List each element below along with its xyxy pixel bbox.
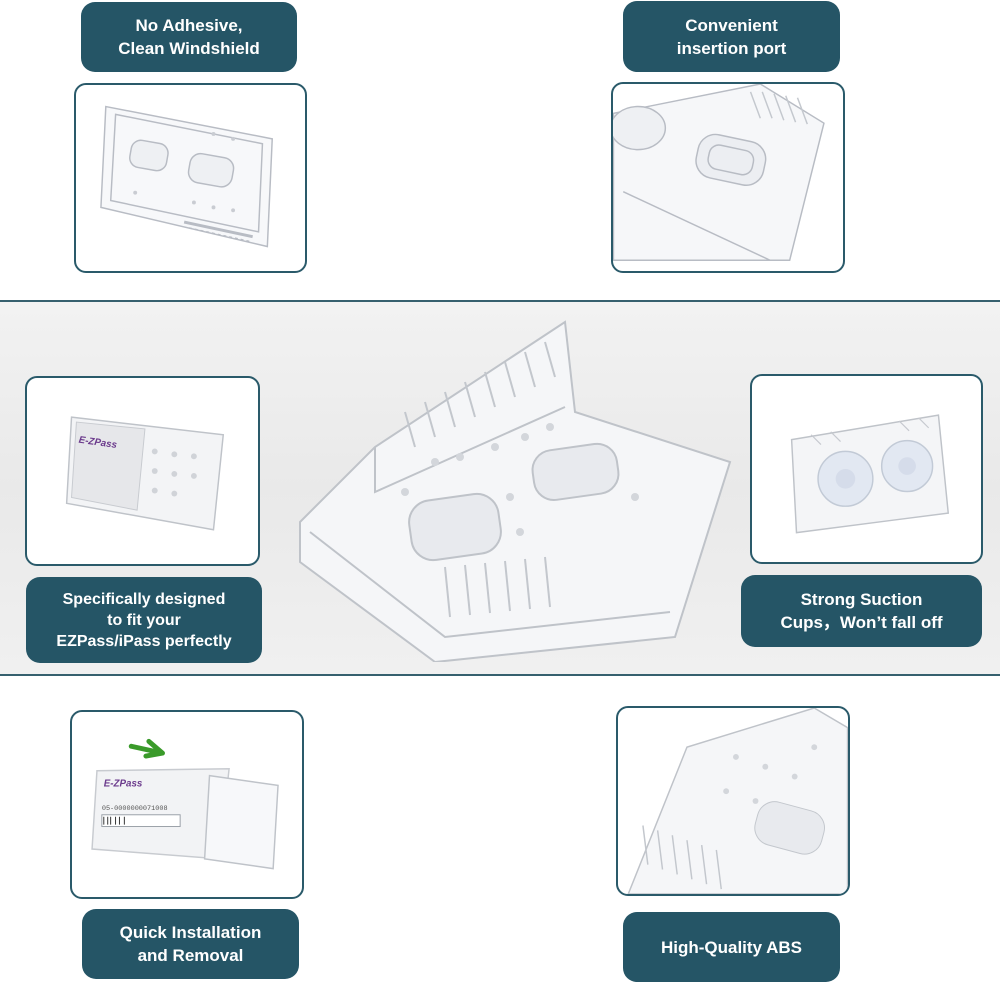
feature-label-line: Quick Installation [119,923,262,942]
product-image-frame-suction-cups [750,374,983,564]
feature-label-line: No Adhesive, [135,16,243,35]
feature-label-line: Specifically designed [62,590,226,608]
product-image-frame-ezpass-fit: E-ZPass [25,376,260,566]
product-image-frame-abs [616,706,850,896]
feature-badge-abs: High-Quality ABS [623,912,840,982]
product-image-frame-insertion-port [611,82,845,273]
ezpass-logo: E-ZPass [104,778,143,789]
insert-arrow-icon [128,738,165,759]
feature-label-line: Clean Windshield [118,39,260,58]
feature-badge-no-adhesive: No Adhesive, Clean Windshield [81,2,297,72]
feature-badge-quick-installation: Quick Installation and Removal [82,909,299,979]
feature-label-line: EZPass/iPass perfectly [56,632,232,650]
ezpass-serial: 05-0000000071008 [102,805,168,813]
feature-label-line: insertion port [676,38,787,58]
holder-hero-illustration [299,320,732,662]
feature-label-line: to fit your [107,611,181,629]
feature-badge-insertion-port: Convenient insertion port [623,1,840,72]
product-image-frame-installation: E-ZPass 05-0000000071008 [70,710,304,899]
ezpass-logo: E-ZPass [78,435,118,451]
holder-suction-cups-illustration [790,414,950,534]
feature-label-line: Strong Suction [800,590,923,609]
ezpass-insertion-illustration: E-ZPass 05-0000000071008 [91,738,279,870]
feature-label-line: Convenient [685,15,778,35]
product-image-frame-windshield [74,83,307,273]
feature-label-line: Cups，Won’t fall off [780,613,943,632]
holder-with-ezpass-illustration: E-ZPass [65,416,225,531]
feature-label-line: High-Quality ABS [660,937,803,957]
holder-front-illustration [100,105,274,248]
feature-badge-ezpass-fit: Specifically designed to fit your EZPass… [26,577,262,663]
feature-label-line: and Removal [137,946,244,965]
holder-material-closeup-illustration [627,708,848,894]
holder-closeup-illustration [613,84,825,261]
feature-badge-suction-cups: Strong Suction Cups，Won’t fall off [741,575,982,647]
